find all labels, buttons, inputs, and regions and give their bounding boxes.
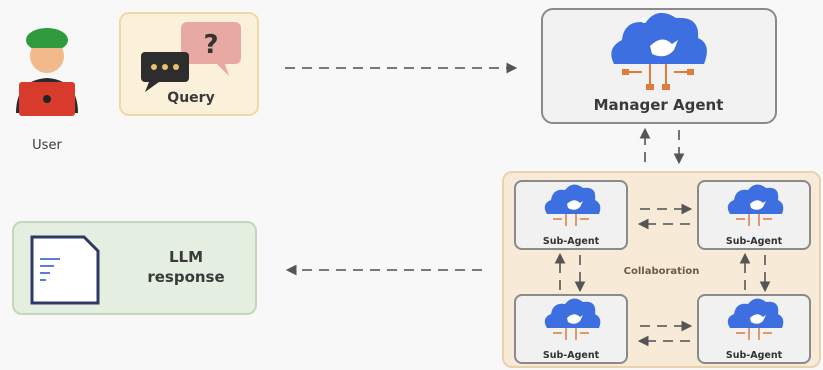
sub-agent-node: Sub-Agent (514, 180, 628, 250)
cloud-bird-icon (544, 184, 601, 226)
sub-agent-label: Sub-Agent (725, 236, 783, 247)
query-label: Query (167, 90, 215, 106)
cloud-bird-icon (727, 298, 784, 340)
sub-agent-node: Sub-Agent (514, 294, 628, 364)
manager-agent-node: Manager Agent (541, 8, 777, 124)
llm-label-line1: LLM (168, 248, 204, 266)
document-icon (30, 235, 100, 305)
llm-label-line2: response (147, 268, 225, 286)
collaboration-zone: Sub-Agent Sub-Agent Sub-Agent (502, 171, 821, 368)
cloud-bird-icon (727, 184, 784, 226)
user-node: User (6, 18, 88, 153)
question-mark: ? (203, 30, 218, 60)
cloud-bird-icon (544, 298, 601, 340)
collaboration-label: Collaboration (623, 266, 700, 277)
llm-response-node: LLM response (12, 221, 257, 315)
sub-agent-label: Sub-Agent (725, 350, 783, 361)
user-label: User (32, 138, 62, 153)
sub-agent-label: Sub-Agent (542, 236, 600, 247)
manager-agent-label: Manager Agent (593, 96, 724, 114)
llm-response-label: LLM response (122, 247, 250, 287)
query-node: ? Query (119, 12, 259, 116)
cloud-bird-icon (611, 12, 707, 90)
sub-agent-node: Sub-Agent (697, 180, 811, 250)
sub-agent-label: Sub-Agent (542, 350, 600, 361)
speech-bubbles-icon: ? (141, 22, 241, 92)
person-laptop-icon (16, 28, 78, 116)
sub-agent-node: Sub-Agent (697, 294, 811, 364)
